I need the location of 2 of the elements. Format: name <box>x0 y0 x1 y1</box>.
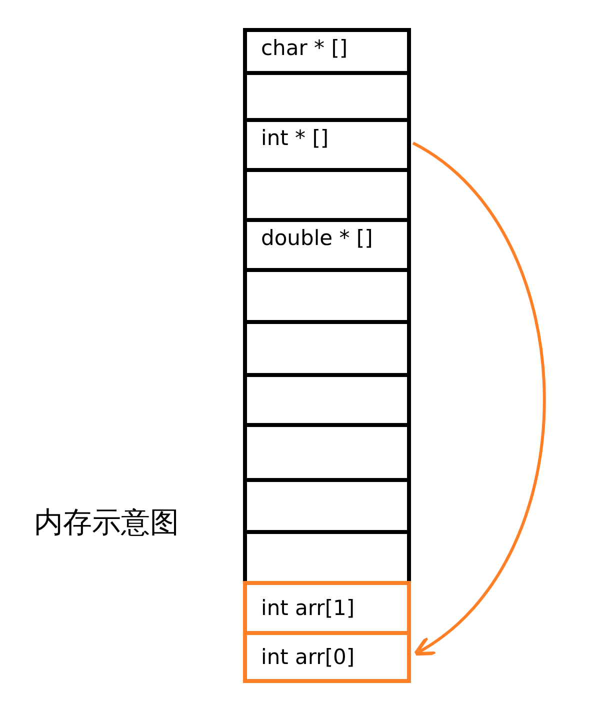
curved-arrow <box>412 142 546 656</box>
diagram-label: 内存示意图 <box>34 504 179 541</box>
